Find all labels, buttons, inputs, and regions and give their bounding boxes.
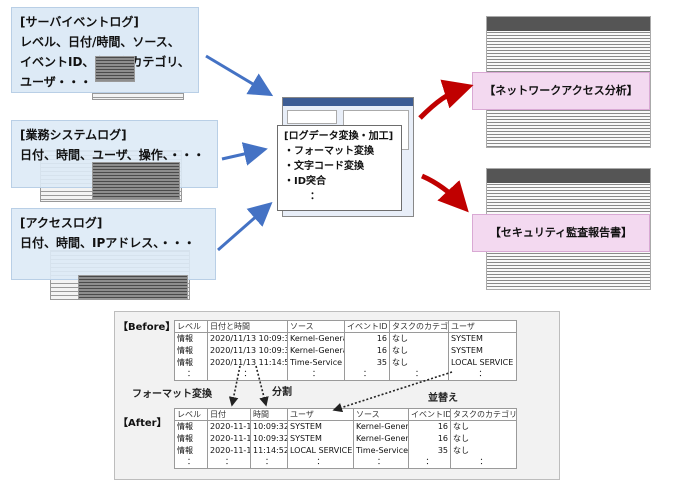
source-fields: 日付、時間、ユーザ、操作、・・・ bbox=[20, 148, 205, 162]
before-label: 【Before】 bbox=[118, 322, 176, 333]
after-label: 【After】 bbox=[118, 418, 167, 429]
event-log-screenshot-dark bbox=[95, 56, 135, 82]
after-header: 時間 bbox=[250, 408, 288, 421]
transform-item: ： bbox=[310, 191, 320, 202]
before-table: レベル 日付と時間 ソース イベントID タスクのカテゴリ ユーザ 情報 202… bbox=[174, 320, 517, 381]
before-header: ユーザ bbox=[448, 320, 517, 333]
log-transform-box: [ログデータ変換・加工] ・フォーマット変換 ・文字コード変換 ・ID突合 ： bbox=[277, 125, 402, 211]
arrow-icon bbox=[217, 202, 273, 252]
before-header: タスクのカテゴリ bbox=[389, 320, 449, 333]
after-header: レベル bbox=[174, 408, 208, 421]
business-log-screenshot-dark bbox=[92, 162, 180, 200]
arrow-icon bbox=[420, 173, 469, 213]
after-table: レベル 日付 時間 ユーザ ソース イベントID タスクのカテゴリ 情報 202… bbox=[174, 408, 517, 469]
access-log-screenshot-dark bbox=[78, 275, 188, 299]
table-row: 情報 2020-11-13 10:09:32 SYSTEM Kernel-Gen… bbox=[174, 420, 517, 433]
source-fields: レベル、日付/時間、ソース、 bbox=[20, 35, 180, 49]
transform-title: [ログデータ変換・加工] bbox=[284, 131, 394, 142]
after-header: 日付 bbox=[207, 408, 251, 421]
table-row: 情報 2020-11-13 11:14:52 LOCAL SERVICE Tim… bbox=[174, 444, 517, 457]
source-title: [業務システムログ] bbox=[20, 128, 127, 142]
source-server-event-log: [サーバイベントログ] レベル、日付/時間、ソース、 イベントID、タスクカテゴ… bbox=[11, 7, 199, 93]
network-access-analysis-label: 【ネットワークアクセス分析】 bbox=[472, 72, 650, 110]
after-header: タスクのカテゴリ bbox=[450, 408, 517, 421]
table-row: 情報 2020-11-13 10:09:32 SYSTEM Kernel-Gen… bbox=[174, 432, 517, 445]
table-row: 情報 2020/11/13 11:14:52 Time-Service 35 な… bbox=[174, 356, 517, 369]
source-title: [アクセスログ] bbox=[20, 216, 103, 230]
source-title: [サーバイベントログ] bbox=[20, 15, 139, 29]
reorder-annotation: 並替え bbox=[428, 393, 458, 404]
table-row: 情報 2020/11/13 10:09:32 Kernel-General 16… bbox=[174, 344, 517, 357]
before-header: レベル bbox=[174, 320, 208, 333]
before-header: イベントID bbox=[344, 320, 390, 333]
table-row: ： ： ： ： ： ： bbox=[174, 368, 517, 381]
table-row: ： ： ： ： ： ： ： bbox=[174, 456, 517, 469]
source-access-log: [アクセスログ] 日付、時間、IPアドレス、・・・ bbox=[11, 208, 216, 280]
after-header: ソース bbox=[353, 408, 409, 421]
after-header: イベントID bbox=[408, 408, 451, 421]
arrow-icon bbox=[221, 142, 268, 166]
transform-item: ・フォーマット変換 bbox=[284, 146, 374, 157]
before-header: 日付と時間 bbox=[207, 320, 288, 333]
arrow-icon bbox=[418, 79, 474, 120]
transform-item: ・ID突合 bbox=[284, 176, 327, 187]
arrow-icon bbox=[205, 54, 274, 97]
security-audit-report-label: 【セキュリティ監査報告書】 bbox=[472, 214, 650, 252]
source-fields: ユーザ・・・ bbox=[20, 75, 92, 89]
format-conversion-annotation: フォーマット変換 bbox=[132, 389, 212, 400]
after-header: ユーザ bbox=[287, 408, 354, 421]
before-header: ソース bbox=[287, 320, 345, 333]
transform-item: ・文字コード変換 bbox=[284, 161, 364, 172]
source-fields: 日付、時間、IPアドレス、・・・ bbox=[20, 236, 196, 250]
table-row: 情報 2020/11/13 10:09:32 Kernel-General 16… bbox=[174, 332, 517, 345]
split-annotation: 分割 bbox=[272, 387, 292, 398]
